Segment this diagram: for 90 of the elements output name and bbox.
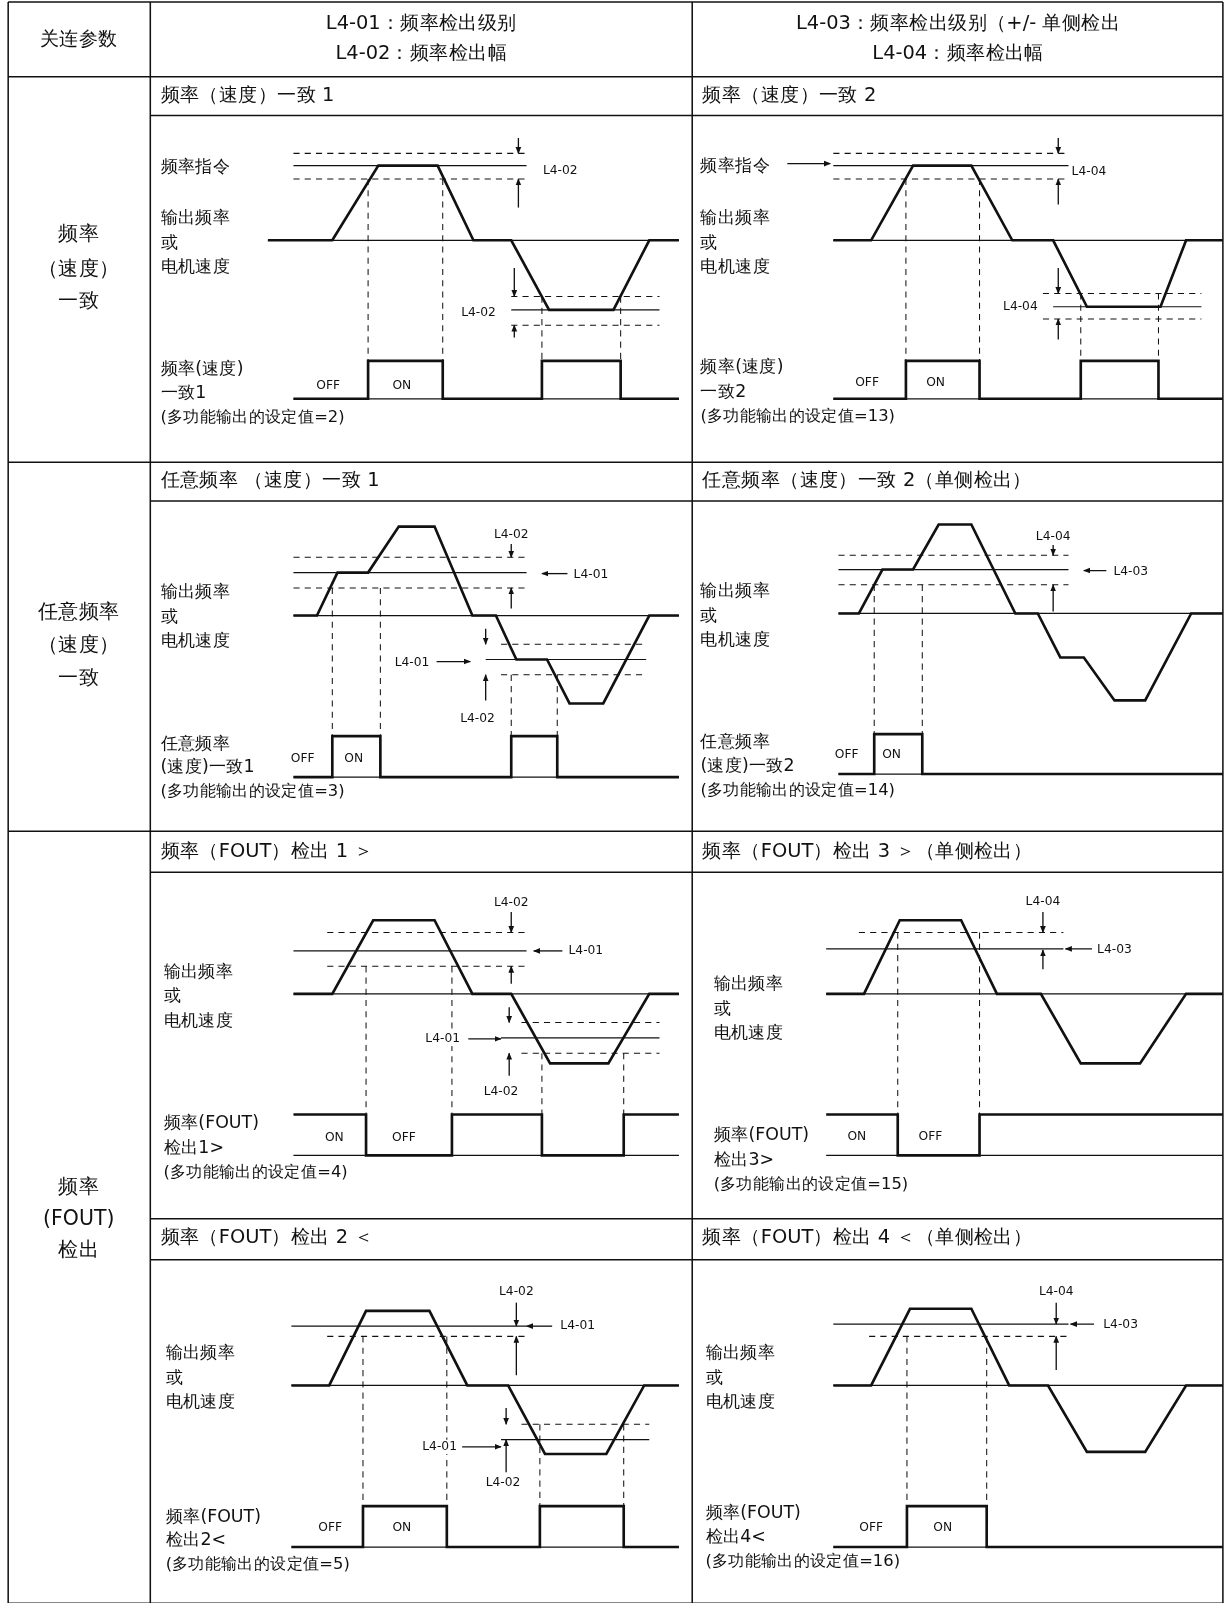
state-label: ON [324,1130,344,1146]
signal-label: 或 [165,1367,183,1388]
signal-label: 或 [700,232,718,253]
row-header: (FOUT) [43,1207,115,1231]
signal-label: (速度)一致2 [700,755,795,776]
setting-note: (多功能输出的设定值=13) [700,406,895,426]
signal-label: 输出频率 [713,973,784,994]
row-header: 频率 [58,221,100,245]
signal-label: 频率(速度) [160,359,244,380]
state-label: ON [933,1520,953,1535]
column-header: L4-01：频率检出级别 [325,11,517,34]
setting-note: (多功能输出的设定值=5) [165,1555,350,1574]
signal-label: 或 [705,1367,723,1388]
panel-title: 任意频率（速度）一致 2（单侧检出） [702,468,1032,491]
signal-label: 或 [700,605,718,626]
row-header: 一致 [58,665,100,689]
row-header: 频率 [58,1174,100,1198]
signal-label: 任意频率 [700,731,770,752]
signal-label: 输出频率 [700,581,770,601]
signal-label: 一致2 [700,381,747,402]
signal-label: 频率(速度) [700,357,784,378]
signal-label: 频率(FOUT) [713,1124,810,1145]
setting-note: (多功能输出的设定值=15) [713,1174,909,1194]
setting-note: (多功能输出的设定值=16) [705,1551,901,1571]
panel-title: 频率（FOUT）检出 2 ＜ [160,1226,374,1249]
state-label: ON [847,1129,867,1145]
signal-label: 频率(FOUT) [705,1502,801,1523]
column-header: 关连参数 [39,27,118,50]
signal-label: 电机速度 [700,256,770,277]
signal-label: 输出频率 [163,961,234,982]
signal-label: 频率指令 [700,155,770,176]
state-label: OFF [834,747,859,762]
signal-label: 频率(FOUT) [165,1506,261,1527]
state-label: OFF [859,1520,884,1535]
state-label: ON [882,747,901,762]
signal-label: 或 [163,985,181,1006]
state-label: OFF [918,1129,943,1145]
state-label: OFF [316,378,341,393]
panel-title: 频率（FOUT）检出 3 ＞（单侧检出） [702,839,1033,862]
state-label: OFF [290,751,315,766]
panel-title: 频率（FOUT）检出 1 ＞ [160,839,374,862]
state-label: OFF [318,1520,343,1535]
state-label: OFF [392,1130,416,1146]
signal-label: (速度)一致1 [160,756,255,777]
panel-title: 频率（FOUT）检出 4 ＜（单侧检出） [702,1226,1033,1249]
setting-note: (多功能输出的设定值=3) [160,782,345,801]
signal-label: 电机速度 [160,256,231,277]
signal-label: 任意频率 [160,733,231,754]
column-header: L4-04：频率检出幅 [872,42,1044,65]
dimension-label: L4-01 [424,1031,462,1046]
panel-title: 频率（速度）一致 1 [160,83,335,107]
row-header: （速度） [37,256,120,280]
state-label: ON [392,1520,412,1535]
setting-note: (多功能输出的设定值=2) [160,407,345,427]
column-header: L4-03：频率检出级别（+/- 单侧检出 [796,11,1121,34]
signal-label: 或 [713,998,732,1019]
setting-note: (多功能输出的设定值=4) [163,1162,348,1182]
signal-label: 检出3> [713,1149,775,1170]
signal-label: 一致1 [160,382,207,403]
signal-label: 或 [160,606,178,627]
row-header: 一致 [58,288,100,313]
signal-label: 输出频率 [160,582,231,602]
signal-label: 电机速度 [705,1391,776,1412]
signal-label: 电机速度 [713,1022,784,1043]
signal-label: 电机速度 [700,630,770,651]
signal-label: 输出频率 [700,207,770,228]
state-label: ON [392,378,412,393]
signal-label: 频率指令 [160,156,231,177]
signal-label: 输出频率 [705,1342,776,1363]
state-label: OFF [855,375,879,390]
signal-label: 或 [160,232,178,253]
row-header: 任意频率 [37,599,120,624]
dimension-label: L4-01 [421,1439,458,1454]
state-label: ON [926,375,945,390]
signal-label: 检出4< [705,1526,766,1547]
signal-label: 输出频率 [160,207,231,228]
column-header: L4-02：频率检出幅 [335,42,507,65]
setting-note: (多功能输出的设定值=14) [700,781,895,800]
row-header: （速度） [37,632,120,656]
signal-label: 检出2< [165,1529,227,1550]
panel-title: 任意频率 （速度）一致 1 [160,468,380,491]
state-label: ON [344,751,364,766]
signal-label: 电机速度 [165,1391,236,1412]
row-header: 检出 [58,1237,100,1262]
signal-label: 频率(FOUT) [163,1112,259,1133]
signal-label: 输出频率 [165,1342,236,1363]
signal-label: 电机速度 [160,631,231,652]
signal-label: 电机速度 [163,1010,234,1031]
panel-title: 频率（速度）一致 2 [702,83,877,107]
signal-label: 检出1> [163,1137,224,1158]
